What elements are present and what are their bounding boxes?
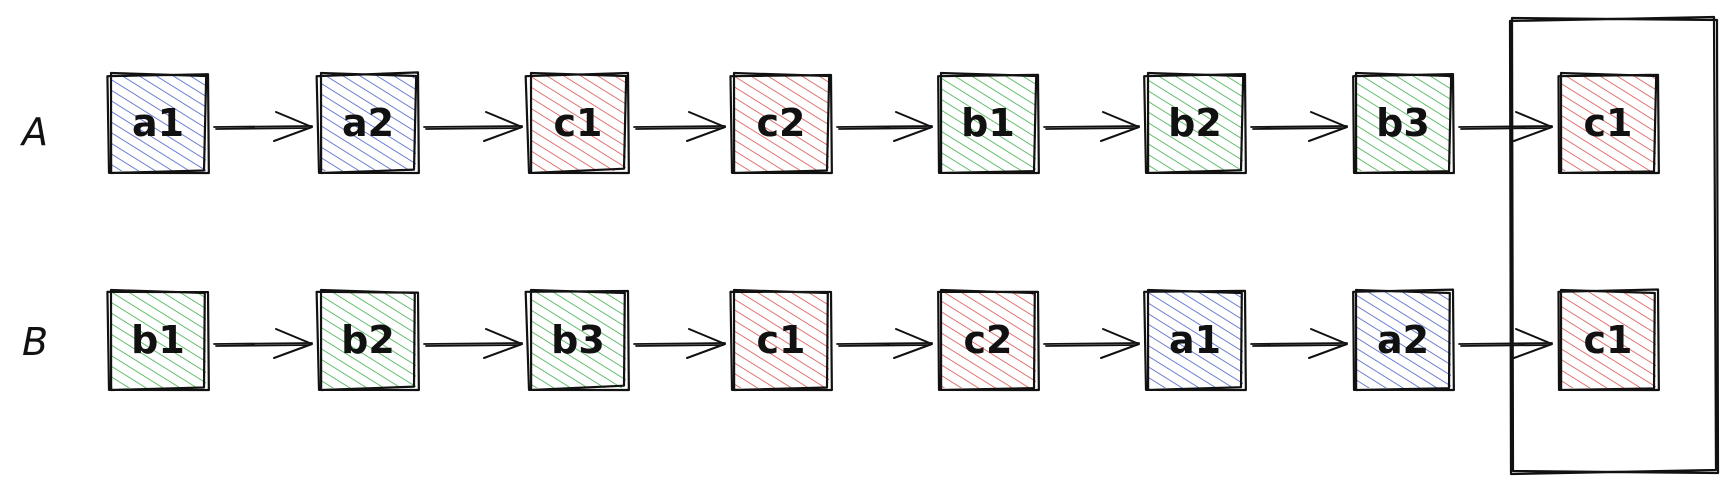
node-border [1557, 71, 1660, 175]
node-fill [110, 292, 206, 388]
node-fill [1560, 75, 1656, 171]
node-b1: b1 [106, 288, 210, 392]
node-label: c2 [757, 101, 806, 145]
node-fill [1355, 292, 1451, 388]
node-fill [320, 75, 416, 171]
node-fill [320, 292, 416, 388]
highlight-frame [1508, 15, 1720, 476]
arrow [213, 111, 313, 142]
node-label: a1 [132, 101, 184, 145]
arrow [1458, 111, 1553, 142]
node-label: c2 [964, 318, 1013, 362]
node-label: a2 [342, 101, 394, 145]
node-fill [940, 75, 1036, 171]
node-border [1352, 71, 1455, 175]
row-label-a: A [19, 110, 48, 154]
node-a2: a2 [315, 71, 420, 175]
node-label: c1 [1584, 318, 1633, 362]
node-border [729, 288, 833, 392]
node-border [524, 288, 630, 392]
arrow [1043, 111, 1140, 142]
node-b3: b3 [1352, 71, 1455, 175]
node-fill [530, 75, 626, 171]
node-label: b3 [551, 318, 605, 362]
node-c1: c1 [729, 288, 833, 392]
node-border [1143, 71, 1247, 175]
arrow [836, 328, 933, 359]
row-label-b: B [22, 320, 48, 364]
node-label: c1 [1584, 101, 1633, 145]
node-label: a2 [1377, 318, 1429, 362]
node-fill [1355, 75, 1451, 171]
arrow [1043, 328, 1140, 359]
node-a2: a2 [1352, 288, 1455, 392]
node-a1: a1 [106, 71, 210, 175]
node-c2: c2 [937, 288, 1040, 392]
arrow [1458, 328, 1553, 359]
arrow [836, 111, 933, 142]
arrow [213, 328, 313, 359]
node-border [1143, 288, 1247, 392]
node-border [106, 71, 210, 175]
arrow [423, 111, 523, 142]
arrow [633, 328, 726, 359]
node-b2: b2 [315, 288, 420, 392]
node-border [937, 288, 1040, 392]
node-fill [733, 292, 829, 388]
node-label: a1 [1169, 318, 1221, 362]
node-b1: b1 [937, 71, 1040, 175]
node-border [524, 71, 630, 175]
node-a1: a1 [1143, 288, 1247, 392]
node-label: b2 [341, 318, 395, 362]
node-fill [1147, 75, 1243, 171]
node-fill [733, 75, 829, 171]
node-border [729, 71, 833, 175]
node-border [106, 288, 210, 392]
arrow [1250, 111, 1348, 142]
node-fill [110, 75, 206, 171]
node-c1: c1 [1557, 71, 1660, 175]
node-label: b1 [961, 101, 1015, 145]
node-c2: c2 [729, 71, 833, 175]
node-border [1557, 288, 1660, 392]
node-border [315, 288, 420, 392]
node-fill [530, 292, 626, 388]
node-label: c1 [554, 101, 603, 145]
node-b3: b3 [524, 288, 630, 392]
arrow [423, 328, 523, 359]
node-fill [1560, 292, 1656, 388]
node-fill [1147, 292, 1243, 388]
arrow [633, 111, 726, 142]
node-label: b2 [1168, 101, 1222, 145]
node-border [937, 71, 1040, 175]
arrow [1250, 328, 1348, 359]
node-c1: c1 [1557, 288, 1660, 392]
node-label: b1 [131, 318, 185, 362]
node-fill [940, 292, 1036, 388]
node-border [1352, 288, 1455, 392]
node-b2: b2 [1143, 71, 1247, 175]
node-border [315, 71, 420, 175]
node-c1: c1 [524, 71, 630, 175]
node-label: c1 [757, 318, 806, 362]
node-label: b3 [1376, 101, 1430, 145]
